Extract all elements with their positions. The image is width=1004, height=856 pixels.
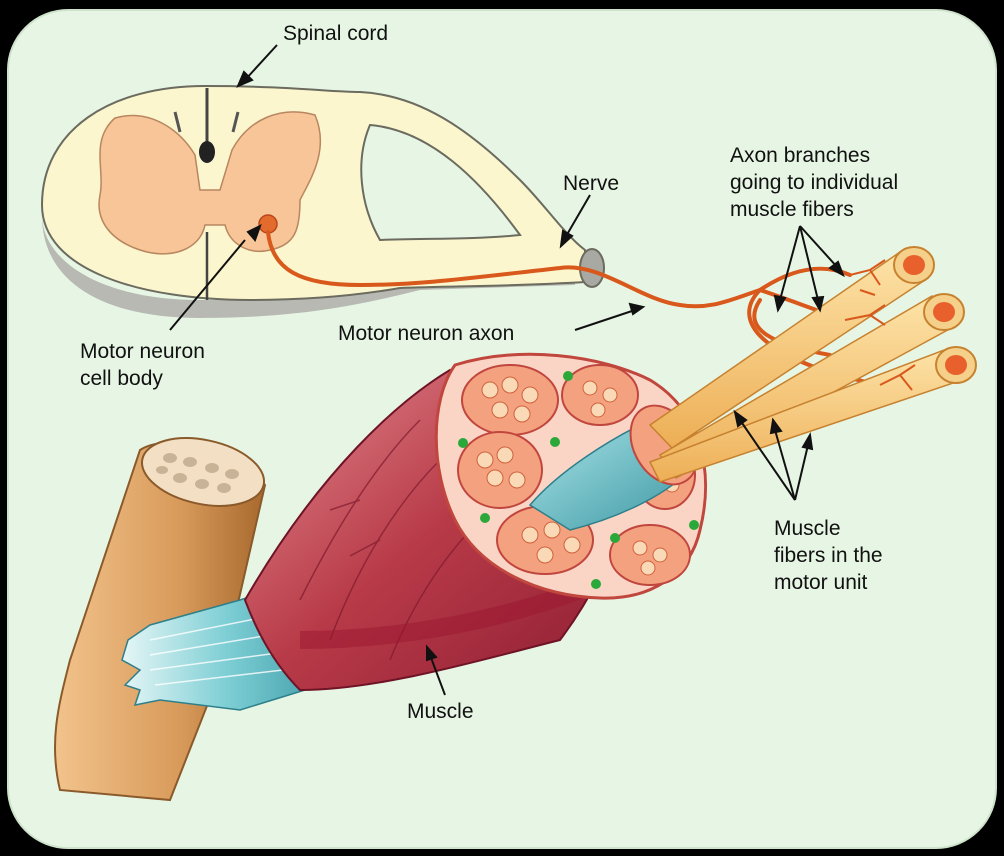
labels: Spinal cord Nerve Axon branches going to… bbox=[80, 22, 898, 723]
label-muscle-fibers-line-1: Muscle bbox=[774, 517, 841, 540]
label-motor-neuron-axon: Motor neuron axon bbox=[338, 322, 514, 345]
label-axon-branches-line-1: Axon branches bbox=[730, 144, 870, 167]
label-spinal-cord: Spinal cord bbox=[283, 22, 388, 45]
muscle-cross-section bbox=[434, 352, 707, 600]
muscle-fibers-motor-unit bbox=[648, 246, 977, 483]
spinal-cord bbox=[40, 84, 605, 318]
label-axon-branches-line-3: muscle fibers bbox=[730, 198, 854, 221]
endomysium-green-dots bbox=[458, 371, 699, 589]
bone-marrow-spots bbox=[156, 453, 239, 493]
nerve-terminals bbox=[844, 259, 916, 391]
label-muscle-fibers-line-2: fibers in the bbox=[774, 544, 883, 567]
label-cell-body-line-2: cell body bbox=[80, 367, 163, 390]
leader-arrows bbox=[169, 44, 845, 696]
label-cell-body-line-1: Motor neuron bbox=[80, 340, 205, 363]
spinal-cord-gap bbox=[360, 123, 522, 242]
muscle-fiber-1 bbox=[648, 246, 935, 449]
label-nerve: Nerve bbox=[563, 172, 619, 195]
bone bbox=[54, 437, 267, 802]
label-muscle: Muscle bbox=[407, 700, 474, 723]
label-axon-branches-line-2: going to individual bbox=[730, 171, 898, 194]
central-canal bbox=[199, 141, 215, 163]
label-muscle-fibers-line-3: motor unit bbox=[774, 571, 868, 594]
